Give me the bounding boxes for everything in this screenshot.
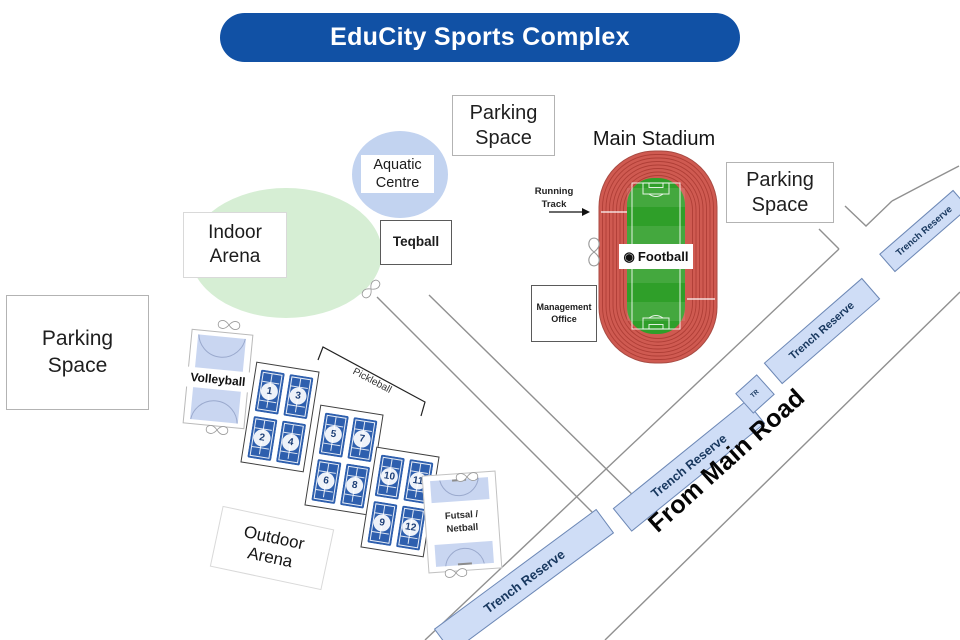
volleyball-arc: [196, 334, 246, 360]
pickleball-court-4: 4: [275, 419, 306, 466]
running-track-annotation: Running Track: [534, 186, 574, 210]
futsal-netball-court: Futsal / Netball: [421, 470, 503, 574]
parking-space-top: Parking Space: [452, 95, 555, 156]
football-label: Football: [637, 249, 689, 264]
football-icon: ◉: [623, 249, 635, 264]
parking-space-right: Parking Space: [726, 162, 834, 223]
from-main-road-label: From Main Road: [642, 383, 811, 538]
outdoor-arena-label: Outdoor Arena: [209, 505, 335, 591]
court-number: 12: [400, 517, 421, 538]
pickleball-court-9: 9: [366, 500, 398, 546]
net-icon: [217, 319, 241, 331]
main-road-lower-edge: [604, 291, 960, 640]
pickleball-court-10: 10: [374, 453, 405, 500]
volleyball-label: Volleyball: [180, 365, 256, 393]
pickleball-court-3: 3: [282, 373, 314, 419]
running-track-arrowhead: [582, 208, 590, 216]
football-badge: ◉ Football: [619, 244, 693, 269]
court-number: 8: [344, 475, 365, 496]
pickleball-court-5: 5: [318, 411, 349, 458]
gate-icon: [588, 237, 600, 267]
pickleball-court-8: 8: [339, 462, 370, 509]
pickleball-label: Pickleball: [350, 366, 394, 396]
volleyball-arc: [190, 398, 240, 424]
pickleball-court-12: 12: [395, 504, 426, 551]
futsal-netball-label: Futsal / Netball: [429, 498, 495, 546]
trench-reserve-strip-2: Trench Reserve: [763, 277, 881, 385]
trench-reserve-strip-1: Trench Reserve: [879, 189, 960, 273]
aquatic-centre-label: Aquatic Centre: [361, 155, 434, 193]
pickleball-court-6: 6: [310, 458, 342, 504]
court-number: 7: [352, 429, 372, 449]
pickleball-court-7: 7: [346, 416, 378, 462]
futsal-goal: [457, 562, 473, 567]
main-road-upper-edge: [424, 248, 840, 640]
court-number: 1: [259, 381, 280, 402]
court-number: 3: [288, 386, 308, 406]
complex-title-banner: EduCity Sports Complex: [220, 13, 740, 62]
main-stadium-label: Main Stadium: [592, 128, 716, 150]
complex-title: EduCity Sports Complex: [330, 23, 630, 51]
pickleball-court-1: 1: [254, 368, 285, 415]
junction-corner: [844, 200, 893, 227]
management-office-box: Management Office: [531, 285, 597, 342]
court-number: 5: [323, 424, 344, 445]
junction-stub: [818, 228, 840, 250]
court-number: 2: [252, 428, 272, 448]
pickleball-court-2: 2: [246, 415, 278, 461]
court-number: 6: [316, 471, 336, 491]
parking-space-left: Parking Space: [6, 295, 149, 410]
teqball-box: Teqball: [380, 220, 452, 265]
volleyball-court: Volleyball: [180, 328, 256, 430]
court-number: 10: [379, 466, 400, 487]
indoor-arena-label: Indoor Arena: [183, 212, 287, 278]
court-number: 4: [280, 432, 301, 453]
court-number: 9: [372, 513, 392, 533]
